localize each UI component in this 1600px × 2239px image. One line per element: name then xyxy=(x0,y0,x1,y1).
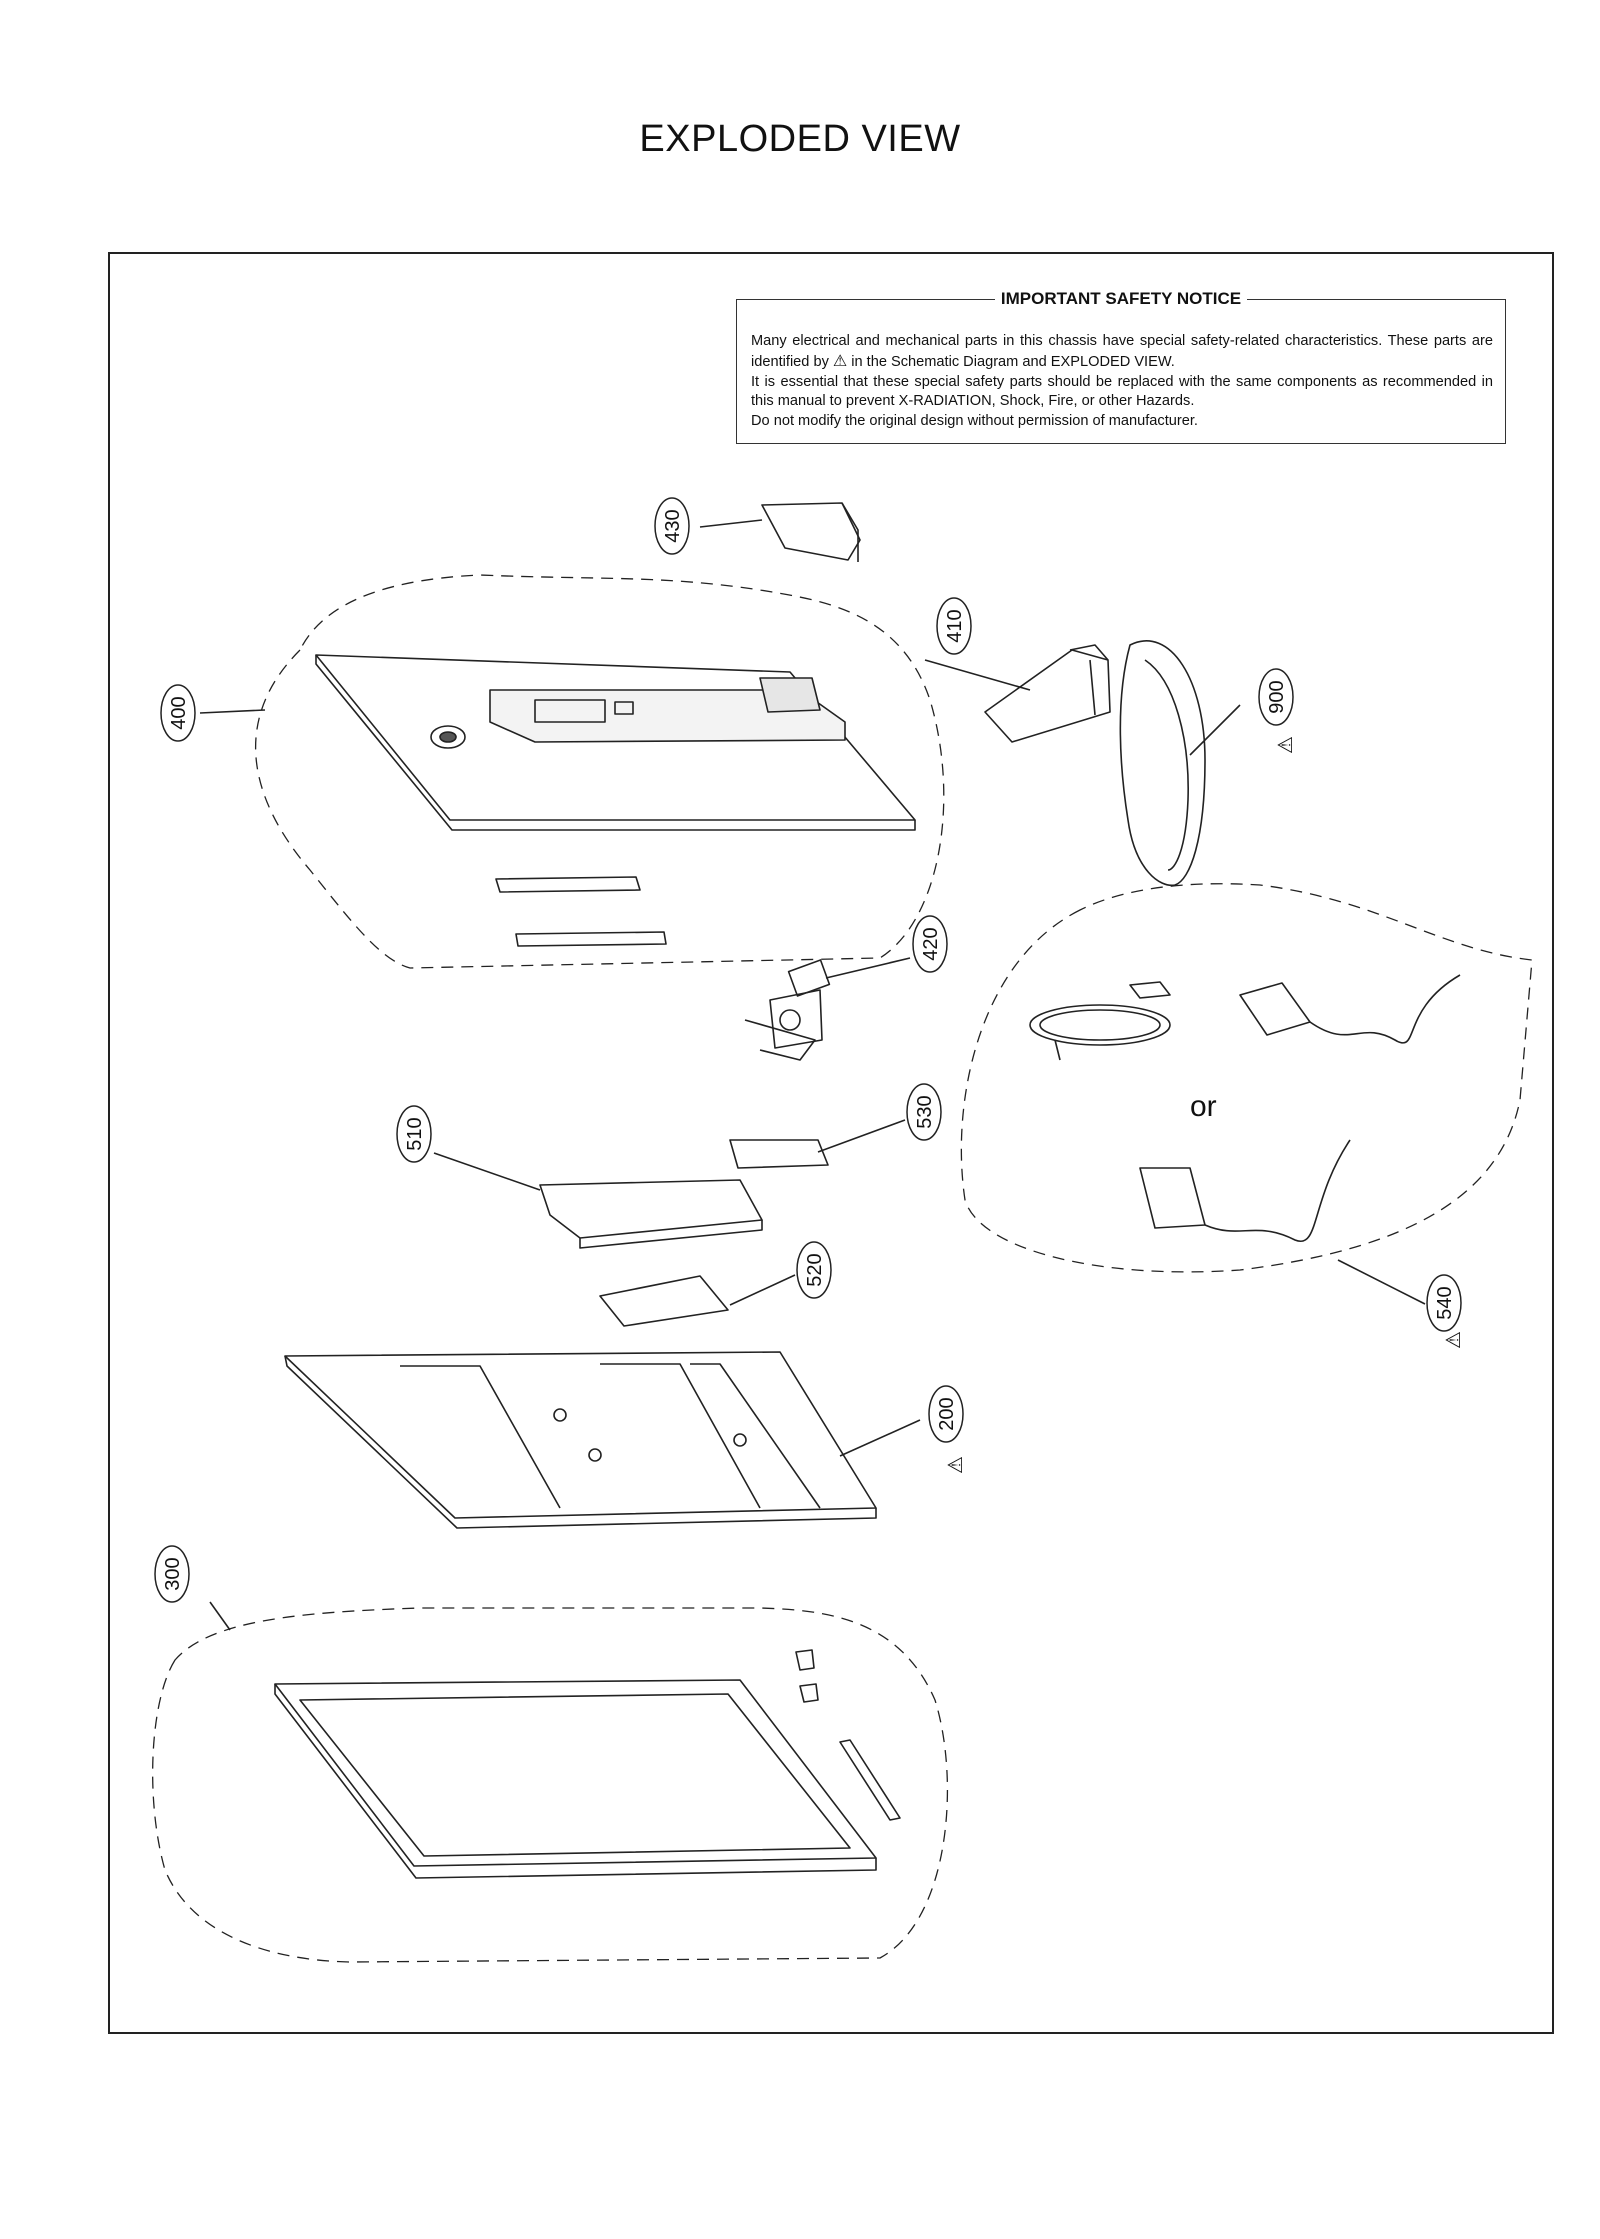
chassis-frame-part xyxy=(284,1351,877,1529)
svg-text:400: 400 xyxy=(168,696,190,729)
svg-text:510: 510 xyxy=(404,1117,426,1150)
callout-300: 300 xyxy=(154,1545,190,1603)
key-board-strip xyxy=(839,1739,901,1821)
leader-520 xyxy=(729,1274,796,1306)
warning-triangle-icon: ⚠ xyxy=(832,352,848,370)
notice-line-2: It is essential that these special safet… xyxy=(751,373,1493,410)
stand-neck-part xyxy=(984,649,1111,743)
safety-notice-text: Many electrical and mechanical parts in … xyxy=(751,332,1493,373)
svg-text:420: 420 xyxy=(920,927,942,960)
power-cord-part xyxy=(1029,981,1171,1061)
leader-510 xyxy=(433,1152,541,1191)
safety-notice-heading: IMPORTANT SAFETY NOTICE xyxy=(994,289,1248,308)
svg-text:520: 520 xyxy=(804,1253,826,1286)
svg-text:900: 900 xyxy=(1266,680,1288,713)
svg-text:200: 200 xyxy=(936,1397,958,1430)
safety-warning-icon-200: ⚠ xyxy=(945,1456,967,1474)
callout-400: 400 xyxy=(160,684,196,742)
safety-notice-box: IMPORTANT SAFETY NOTICE Many electrical … xyxy=(736,289,1506,444)
leader-430 xyxy=(699,519,763,528)
svg-text:430: 430 xyxy=(662,509,684,542)
alternative-adapter-label: or xyxy=(1190,1090,1217,1123)
notice-line-1b: in the Schematic Diagram and EXPLODED VI… xyxy=(851,353,1175,370)
cover-plate-part xyxy=(729,1139,829,1169)
safety-warning-icon-540: ⚠ xyxy=(1443,1331,1465,1349)
callout-200: 200 xyxy=(928,1385,964,1443)
callout-510: 510 xyxy=(396,1105,432,1163)
bezel-clip-upper xyxy=(795,1649,815,1671)
leader-410 xyxy=(924,659,1031,691)
svg-text:540: 540 xyxy=(1434,1286,1456,1319)
leader-200 xyxy=(839,1419,921,1457)
leader-530 xyxy=(817,1119,906,1153)
page-title: EXPLODED VIEW xyxy=(639,118,961,160)
diagram-frame xyxy=(108,252,1554,2034)
svg-text:530: 530 xyxy=(914,1095,936,1128)
leader-400 xyxy=(199,709,266,714)
small-cover-part xyxy=(761,502,861,561)
front-bezel-part xyxy=(274,1679,877,1879)
main-board-bracket-part xyxy=(539,1179,763,1239)
callout-540: 540 xyxy=(1426,1274,1462,1332)
back-cover-part xyxy=(315,654,916,831)
leader-300 xyxy=(209,1601,231,1631)
group-300-dashed-outline xyxy=(152,1607,949,1963)
notice-line-1: Many electrical and mechanical parts in … xyxy=(751,333,1493,370)
callout-520: 520 xyxy=(796,1241,832,1299)
bracket-lower xyxy=(515,931,667,947)
callout-430: 430 xyxy=(654,497,690,555)
callout-420: 420 xyxy=(912,915,948,973)
group-540-dashed-outline xyxy=(960,883,1533,1273)
callout-530: 530 xyxy=(906,1083,942,1141)
leader-540 xyxy=(1337,1259,1426,1305)
group-400-dashed-outline xyxy=(255,574,945,969)
notice-line-3: Do not modify the original design withou… xyxy=(751,413,1198,430)
svg-text:300: 300 xyxy=(162,1557,184,1590)
interface-board-part xyxy=(599,1275,729,1327)
stand-base-part xyxy=(1119,640,1206,887)
svg-text:410: 410 xyxy=(944,609,966,642)
callout-900: 900 xyxy=(1258,668,1294,726)
callout-410: 410 xyxy=(936,597,972,655)
power-adapter-brick-part xyxy=(1239,974,1461,1044)
leader-420 xyxy=(825,957,911,979)
wall-adapter-part xyxy=(1139,1139,1351,1243)
bracket-upper xyxy=(495,876,641,893)
leader-900 xyxy=(1189,704,1241,756)
bezel-clip-lower xyxy=(799,1683,819,1703)
hinge-part xyxy=(744,959,831,1061)
safety-warning-icon-900: ⚠ xyxy=(1275,736,1297,754)
